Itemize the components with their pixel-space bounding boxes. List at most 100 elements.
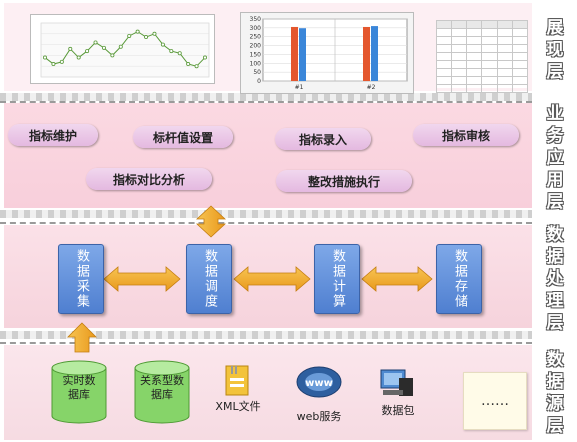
layer-label-char: 处 [546,269,564,289]
data-point [51,62,56,67]
business-item-rectification-execution[interactable]: 整改措施执行 [276,170,412,192]
data-point [93,40,98,45]
xml-file-label: XML文件 [215,400,261,413]
layer-separator [0,93,532,101]
layer-label-char: 层 [546,313,564,333]
process-step-store[interactable]: 数据存储 [436,244,482,314]
data-point [160,42,165,47]
process-step-compute[interactable]: 数据计算 [314,244,360,314]
realtime-database[interactable]: 实时数据库 [50,360,108,424]
xml-file-icon[interactable] [224,364,252,398]
layer-label-char: 层 [546,415,564,436]
layer-label-char: 据 [546,371,564,392]
business-item-comparison-analysis[interactable]: 指标对比分析 [86,168,212,190]
x-tick-label: #2 [367,84,376,91]
layer-label-char: 数 [546,349,564,370]
double-arrow-vertical [195,205,227,238]
database-icon [51,360,107,424]
y-tick-label: 350 [250,16,262,23]
web-service-icon[interactable]: www [293,364,345,404]
layer-label-char: 据 [546,247,564,267]
mini-table-cell [481,84,498,93]
layer-label-char: 源 [546,393,564,414]
svg-text:www: www [305,378,333,389]
bar [299,28,306,81]
business-item-indicator-entry[interactable]: 指标录入 [275,128,371,150]
business-item-indicator-maintenance[interactable]: 指标维护 [8,124,98,146]
business-layer-area [4,103,532,208]
data-point [169,49,174,54]
data-point [59,59,64,64]
presentation-layer-label: 展现层 [534,10,576,90]
business-item-benchmark-setting[interactable]: 标杆值设置 [133,126,233,148]
database-label: 关系型数据库 [140,374,184,401]
more-sources-label: …… [481,393,509,409]
layer-label-char: 层 [546,192,564,212]
mini-table-cell [451,84,468,93]
data-point [118,44,123,49]
data-point [194,64,199,69]
database-icon [134,360,190,424]
double-arrow-collect-schedule [103,266,181,292]
layer-label-char: 理 [546,291,564,311]
data-point [85,49,90,54]
process-step-label: 数据调度 [202,249,217,309]
process-step-collect[interactable]: 数据采集 [58,244,104,314]
bar [371,26,378,81]
bar [363,26,370,81]
y-tick-label: 0 [257,78,261,85]
layer-separator [0,101,532,103]
mini-table-row [435,52,529,61]
process-step-label: 数据计算 [330,249,345,309]
y-tick-label: 50 [253,69,261,76]
processing-layer-label: 数据处理层 [534,224,576,334]
mini-table-row [435,84,529,93]
layer-label-char: 展 [546,18,564,38]
layer-label-char: 数 [546,225,564,245]
data-point [135,29,140,34]
process-step-schedule[interactable]: 数据调度 [186,244,232,314]
layer-separator [0,342,532,344]
data-table-thumbnail [435,20,529,93]
layer-separator [0,210,532,218]
line-chart-thumbnail [30,14,215,84]
layer-label-char: 应 [546,148,564,168]
data-point [127,33,132,38]
business-item-indicator-review[interactable]: 指标审核 [413,124,519,146]
y-tick-label: 150 [250,51,262,58]
mini-table [435,20,529,93]
layer-separator [0,222,532,224]
x-tick-label: #1 [295,84,304,91]
data-point [144,35,149,40]
mini-table-cell [466,84,483,93]
relational-database[interactable]: 关系型数据库 [133,360,191,424]
source-layer-label: 数据源层 [534,345,576,440]
process-step-label: 数据存储 [452,249,467,309]
data-point [68,46,73,51]
y-tick-label: 250 [250,34,262,41]
line-chart [40,22,210,78]
data-package-icon[interactable] [377,364,417,402]
more-sources-box: …… [463,372,527,430]
up-arrow-source-to-collect [67,322,97,353]
data-point [101,45,106,50]
business-layer-label: 业务应用层 [534,104,576,212]
mini-table-cell [511,84,529,93]
layer-label-char: 层 [546,62,564,82]
mini-table-cell [435,84,453,93]
data-point [42,55,47,60]
data-point [76,55,81,60]
mini-table-row [435,36,529,45]
data-point [152,31,157,36]
data-package-label: 数据包 [381,404,415,417]
data-point [110,53,115,58]
bar [291,26,298,81]
data-point [202,55,207,60]
y-tick-label: 100 [250,60,262,67]
y-tick-label: 300 [250,25,262,32]
layer-label-char: 用 [546,170,564,190]
web-service-label: web服务 [296,410,342,423]
